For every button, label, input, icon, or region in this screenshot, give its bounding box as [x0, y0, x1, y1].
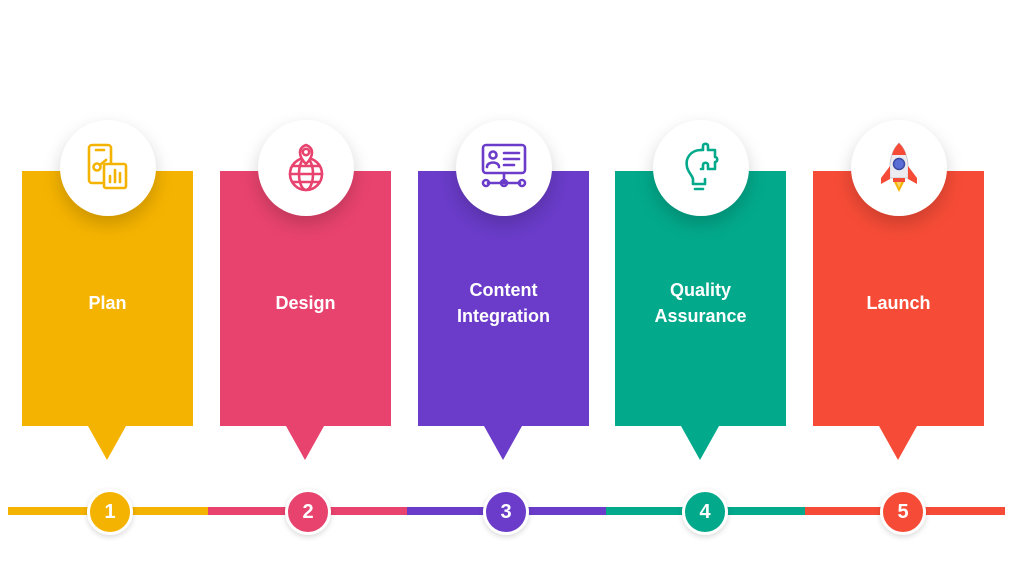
step-icon-badge	[851, 120, 947, 216]
step-number-badge: 4	[682, 489, 728, 535]
step-label: Launch	[866, 292, 931, 313]
step-pointer	[484, 426, 522, 460]
step-icon-badge	[653, 120, 749, 216]
step-card-plan: Plan	[22, 171, 193, 426]
bulb-puzzle-icon	[685, 142, 719, 191]
rocket-icon	[881, 142, 917, 192]
step-label: Quality Assurance	[654, 279, 747, 326]
step-label: Plan	[88, 292, 127, 313]
step-number-badge: 3	[483, 489, 529, 535]
step-pointer	[286, 426, 324, 460]
step-icon-badge	[456, 120, 552, 216]
step-pointer	[88, 426, 126, 460]
step-number-badge: 5	[880, 489, 926, 535]
step-label: Design	[275, 292, 336, 313]
mobile-analytics-icon	[87, 143, 128, 190]
step-number-badge: 2	[285, 489, 331, 535]
step-number-badge: 1	[87, 489, 133, 535]
step-pointer	[681, 426, 719, 460]
step-icon-badge	[60, 120, 156, 216]
step-pointer	[879, 426, 917, 460]
step-label: Content Integration	[457, 279, 550, 326]
profile-network-icon	[481, 143, 527, 188]
globe-pin-icon	[288, 143, 324, 192]
step-icon-badge	[258, 120, 354, 216]
